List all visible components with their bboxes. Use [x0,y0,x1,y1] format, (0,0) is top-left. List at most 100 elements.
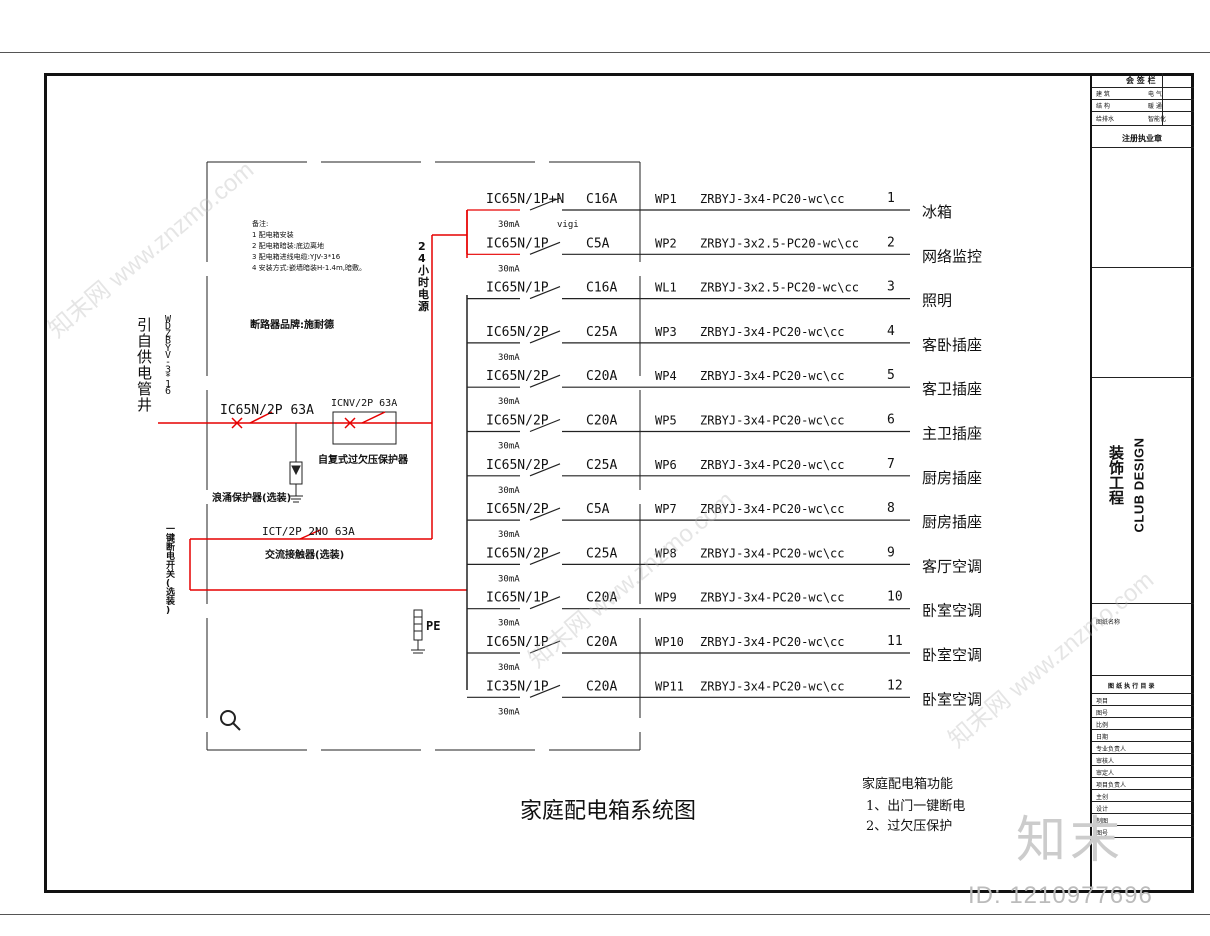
brand-watermark: 知末 [1016,811,1124,869]
tb-cell: 结 构 [1096,103,1110,110]
circuit-switch [529,596,561,610]
incoming-label: 引自供电管井 [137,316,152,414]
circuit-rating: C25A [586,325,617,340]
panel-enclosure [206,161,641,751]
circuit-number: 9 [887,545,895,560]
circuit-breaker: IC65N/1P [486,236,549,251]
circuit-number: 6 [887,413,895,428]
circuit-load: 网络监控 [922,247,982,265]
tb-club-design: CLUB DESIGN [1128,430,1147,532]
circuit-breaker: IC65N/1P [486,635,549,650]
circuit-rating: C5A [586,236,610,251]
circuit-load: 客卧插座 [922,336,982,354]
function-item: 1、出门一键断电 [866,799,965,814]
diagram-title: 家庭配电箱系统图 [520,799,696,824]
tb-row: 制图 [1092,813,1194,826]
tb-cell: 图号 [1096,710,1109,717]
tb-cell: 比例 [1096,722,1109,729]
circuit-leak: 30mA [498,397,520,407]
pe-label: PE [426,619,440,633]
circuit-number: 2 [887,235,895,250]
circuit-code: WP8 [655,546,677,560]
circuit-leak: 30mA [498,264,520,274]
tb-cell: 制图 [1096,818,1109,825]
surge-protector-symbol [289,423,303,503]
magnifier-icon[interactable] [220,710,241,731]
note-line: 2 配电箱暗装:底边离地 [252,241,324,250]
protector-label: ICNV/2P 63A [331,398,397,409]
contactor-label: ICT/2P 2NO 63A [262,525,355,538]
tb-cell: 建 筑 [1096,91,1110,98]
circuit-code: WL1 [655,281,677,295]
tb-row: 比例 [1092,717,1194,730]
circuit-code: WP4 [655,369,677,383]
circuit-breaker: IC65N/1P+N [486,192,564,207]
note-line: 备注: [252,219,268,228]
circuit-load: 客卫插座 [922,380,982,398]
circuit-rating: C25A [586,458,617,473]
circuit-cable: ZRBYJ-3x4-PC20-wc\cc [700,192,845,206]
pe-terminal [411,609,425,654]
tb-cell: 专业负责人 [1096,746,1127,753]
circuit-breaker: IC65N/1P [486,591,549,606]
circuit-rating: C16A [586,281,617,296]
functions-title: 家庭配电箱功能 [862,776,953,792]
tb-blank-row [1092,147,1194,268]
tb-cell: 日期 [1096,734,1109,741]
tb-cell: 给排水 [1096,116,1115,123]
tb-seal: 注册执业章 [1122,134,1162,143]
circuit-number: 7 [887,457,895,472]
circuit-rating: C20A [586,635,617,650]
tb-row: 设计 [1092,801,1194,814]
circuit-code: WP3 [655,325,677,339]
circuit-cable: ZRBYJ-3x4-PC20-wc\cc [700,502,845,516]
tb-row: 主创 [1092,789,1194,802]
circuit-breaker: IC65N/1P [486,281,549,296]
circuit-breaker: IC65N/2P [486,502,549,517]
tb-row: 建 筑 电 气 [1092,87,1194,100]
circuit-cable: ZRBYJ-3x4-PC20-wc\cc [700,458,845,472]
circuit-cable: ZRBYJ-3x4-PC20-wc\cc [700,369,845,383]
circuit-cable: ZRBYJ-3x4-PC20-wc\cc [700,414,845,428]
circuit-code: WP7 [655,502,677,516]
circuit-leak: 30mA [498,353,520,363]
circuit-number: 12 [887,678,903,693]
circuit-number: 4 [887,324,895,339]
circuit-breaker: IC35N/1P [486,679,549,694]
circuit-code: WP1 [655,192,677,206]
protector-caption: 自复式过欠压保护器 [318,453,409,466]
brand-note: 断路器品牌:施耐德 [250,318,334,331]
tb-cell: 设计 [1096,806,1109,813]
circuit-rating: C5A [586,502,610,517]
circuit-code: WP2 [655,236,677,250]
tb-sign-header: 会 签 栏 [1126,76,1156,85]
tb-cell: 图号 [1096,830,1109,837]
tb-cell: 智能化 [1148,116,1167,123]
tb-row: 结 构 暖 通 [1092,99,1194,112]
main-breaker-symbol [231,411,273,429]
circuit-switch [529,640,561,654]
drawing-frame [44,73,1194,893]
bottom-rule [0,914,1210,915]
id-tag: ID: 1210977696 [968,882,1153,909]
tb-zhuang: 装饰工程 [1107,445,1125,505]
circuit-breaker: IC65N/2P [486,458,549,473]
tb-brand-row [1092,377,1194,604]
tb-list-row: 图 纸 执 行 目 录 [1092,675,1194,694]
tb-row: 给排水 智能化 [1092,111,1194,126]
circuit-code: WP6 [655,458,677,472]
note-line: 4 安装方式:嵌墙暗装H-1.4m,暗敷。 [252,263,366,272]
circuit-rating: C25A [586,546,617,561]
tb-divider [1162,73,1163,125]
tb-cell: 暖 通 [1148,103,1162,110]
circuit-switch [529,197,561,211]
circuit-code: WP5 [655,414,677,428]
circuit-breaker: IC65N/2P [486,546,549,561]
circuit-leak: 30mA [498,442,520,452]
tb-cell: 审定人 [1096,770,1115,777]
tb-row: 项目负责人 [1092,777,1194,790]
